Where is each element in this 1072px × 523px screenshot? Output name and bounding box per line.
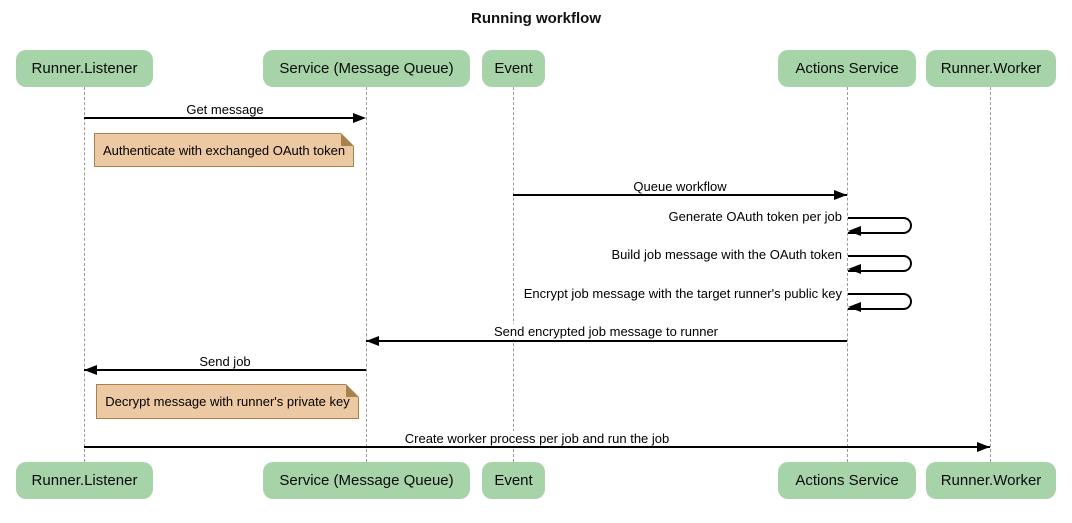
actor-service-mq-top: Service (Message Queue) bbox=[263, 50, 470, 87]
message-line-send-encrypted bbox=[366, 340, 847, 342]
lifeline-runner-listener bbox=[84, 87, 85, 462]
message-label-queue-workflow: Queue workflow bbox=[630, 179, 730, 194]
diagram-title: Running workflow bbox=[471, 10, 601, 27]
message-label-send-job: Send job bbox=[196, 354, 254, 369]
self-loop-build-job bbox=[848, 255, 912, 272]
lifeline-service-mq bbox=[366, 87, 367, 462]
arrowhead-get-message bbox=[353, 113, 366, 123]
actor-runner-listener-top: Runner.Listener bbox=[16, 50, 153, 87]
self-loop-encrypt-job bbox=[848, 293, 912, 310]
arrowhead-encrypt-job bbox=[848, 302, 861, 312]
arrowhead-create-worker bbox=[977, 442, 990, 452]
arrowhead-generate-token bbox=[848, 226, 861, 236]
message-label-send-encrypted: Send encrypted job message to runner bbox=[490, 324, 722, 339]
message-line-create-worker bbox=[84, 446, 990, 448]
message-line-queue-workflow bbox=[513, 194, 847, 196]
message-label-encrypt-job: Encrypt job message with the target runn… bbox=[520, 286, 845, 301]
actor-service-mq-bottom: Service (Message Queue) bbox=[263, 462, 470, 499]
actor-runner-listener-bottom: Runner.Listener bbox=[16, 462, 153, 499]
actor-actions-service-top: Actions Service bbox=[778, 50, 916, 87]
message-label-create-worker: Create worker process per job and run th… bbox=[401, 431, 673, 446]
arrowhead-build-job bbox=[848, 264, 861, 274]
arrowhead-send-encrypted bbox=[366, 336, 379, 346]
actor-runner-worker-bottom: Runner.Worker bbox=[926, 462, 1056, 499]
actor-event-top: Event bbox=[482, 50, 545, 87]
lifeline-actions-service bbox=[847, 87, 848, 462]
arrowhead-queue-workflow bbox=[834, 190, 847, 200]
actor-actions-service-bottom: Actions Service bbox=[778, 462, 916, 499]
message-label-build-job: Build job message with the OAuth token bbox=[608, 247, 845, 262]
message-label-get-message: Get message bbox=[183, 102, 267, 117]
message-line-get-message bbox=[84, 117, 356, 119]
arrowhead-send-job bbox=[84, 365, 97, 375]
note-authenticate: Authenticate with exchanged OAuth token bbox=[94, 133, 354, 167]
lifeline-event bbox=[513, 87, 514, 462]
lifeline-runner-worker bbox=[990, 87, 991, 462]
actor-event-bottom: Event bbox=[482, 462, 545, 499]
message-line-send-job bbox=[84, 369, 366, 371]
message-label-generate-token: Generate OAuth token per job bbox=[665, 209, 845, 224]
self-loop-generate-token bbox=[848, 217, 912, 234]
actor-runner-worker-top: Runner.Worker bbox=[926, 50, 1056, 87]
note-decrypt: Decrypt message with runner's private ke… bbox=[96, 384, 359, 419]
